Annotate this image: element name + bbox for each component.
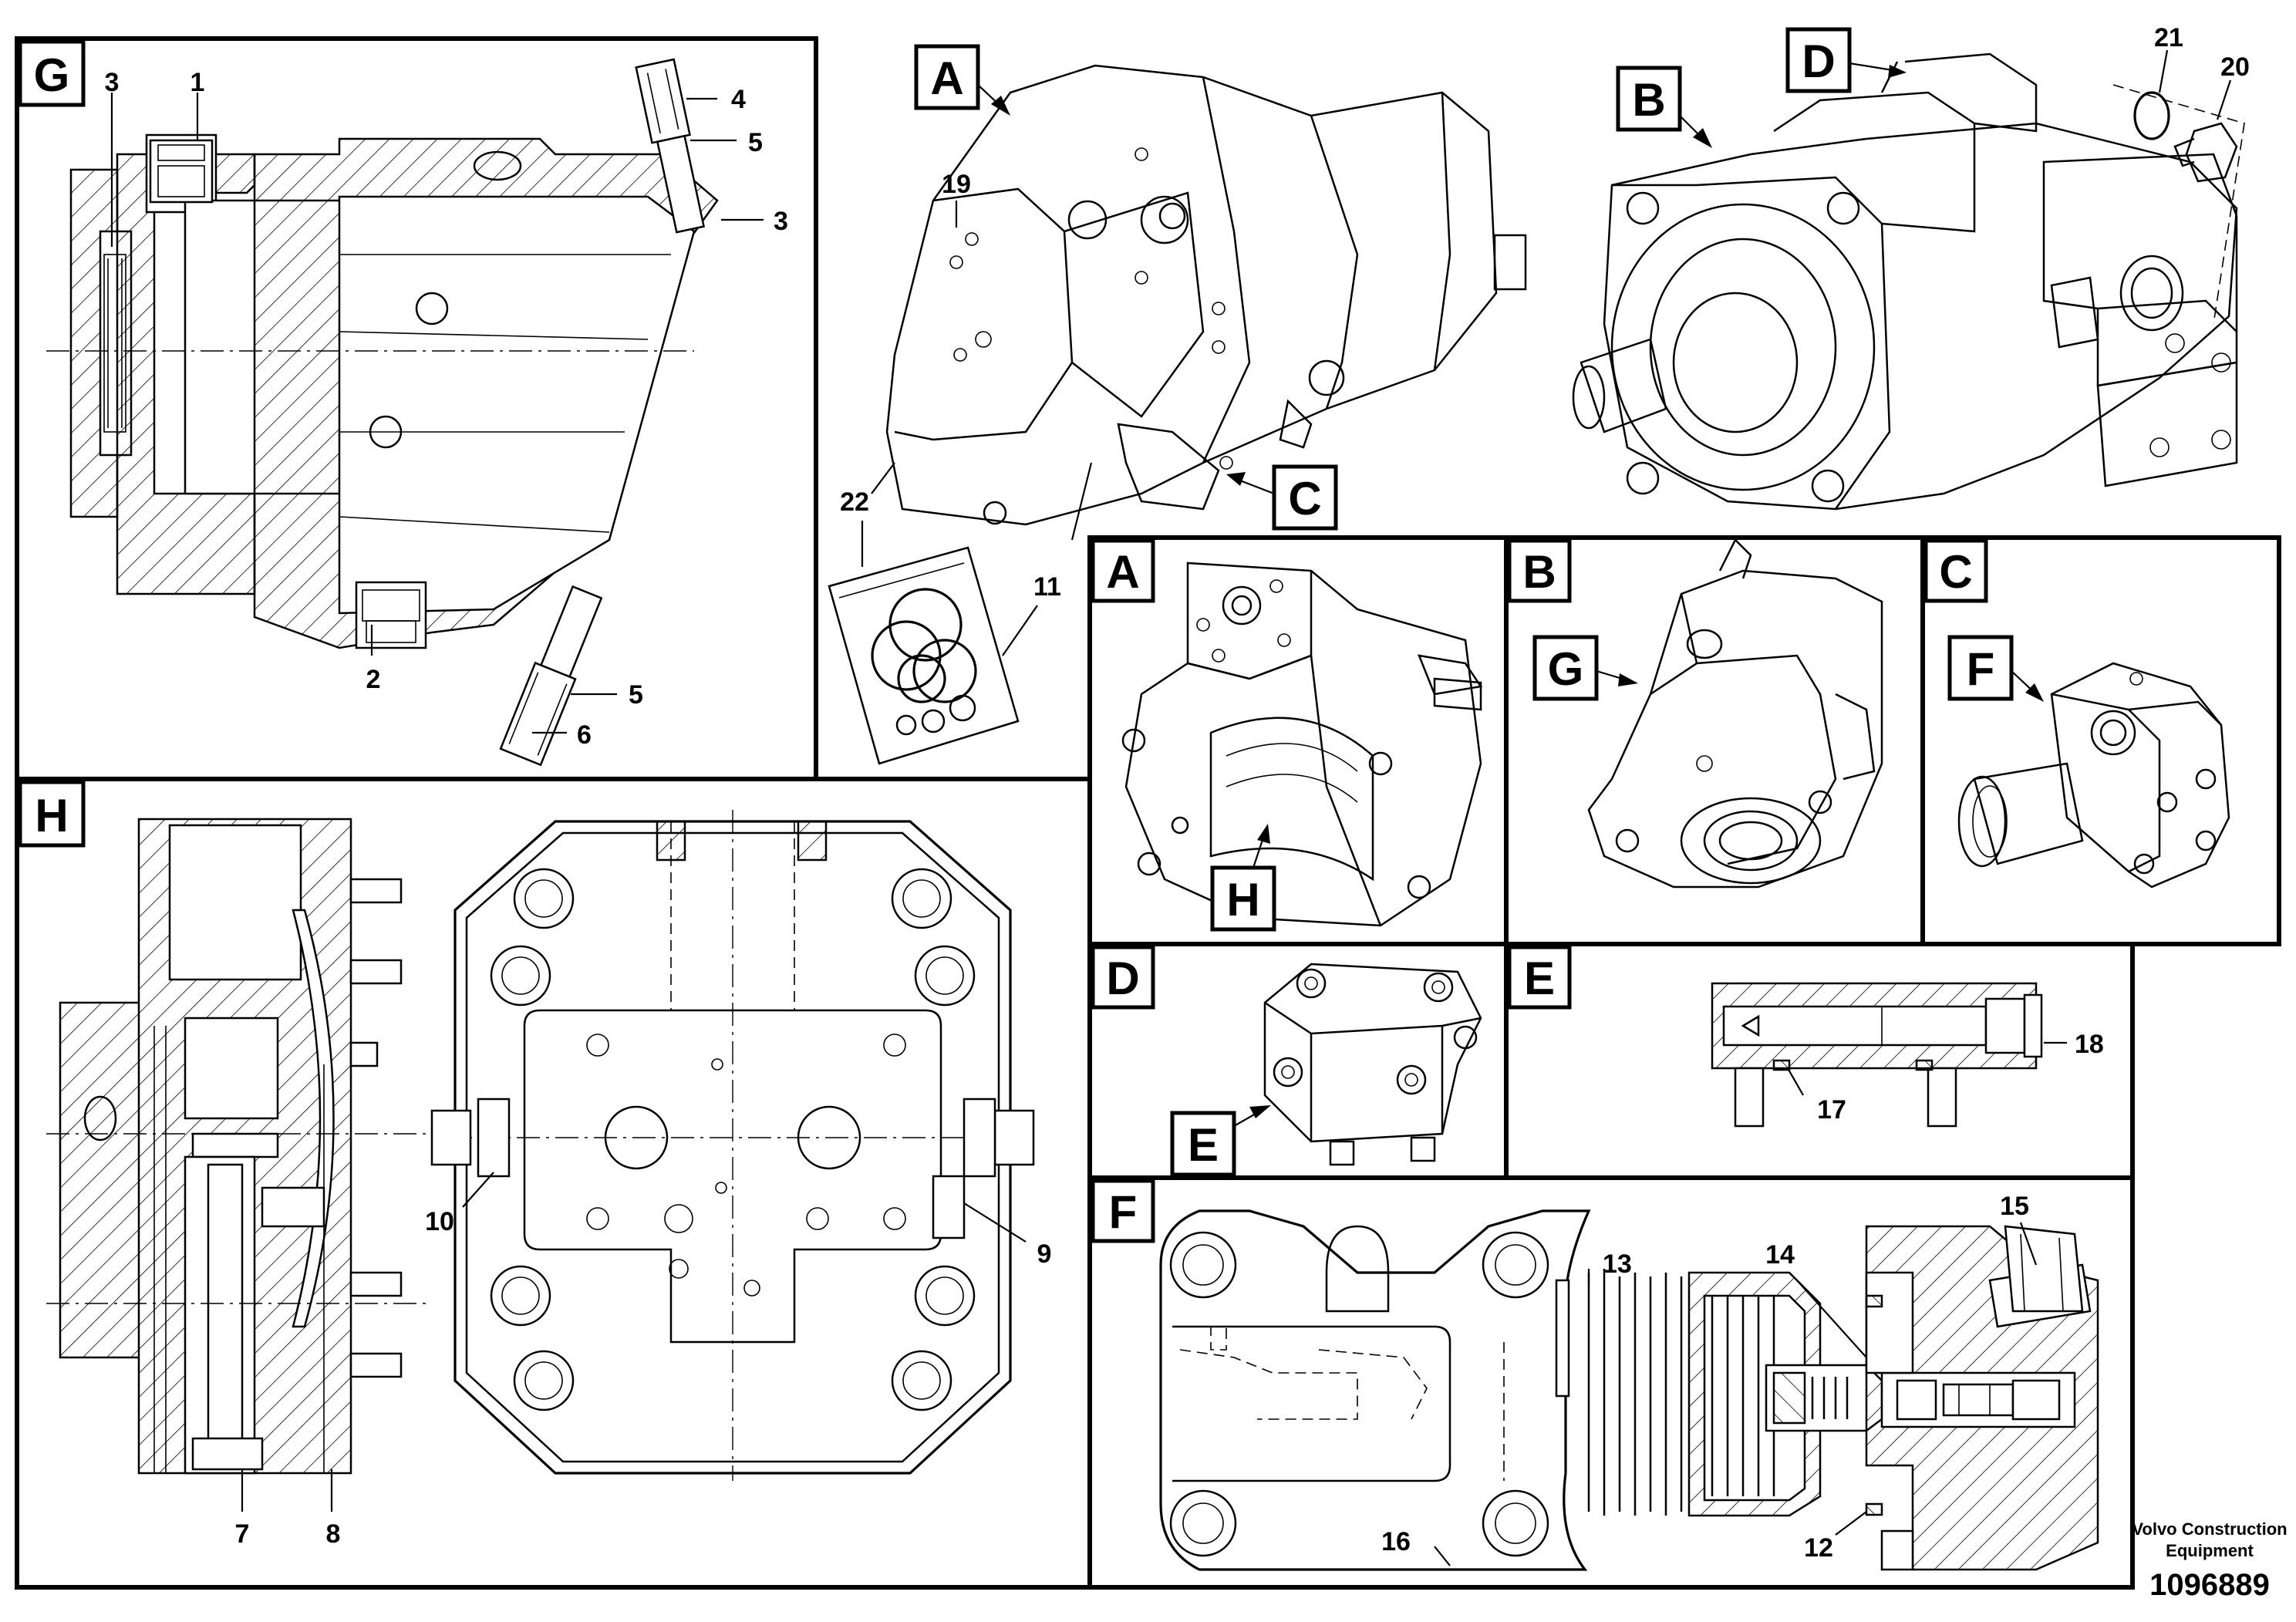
panel-letter-d: D — [1091, 945, 1155, 1010]
panel-letter-g-text: G — [34, 49, 70, 101]
inset-label-e: E — [1188, 1119, 1219, 1171]
panel-letter-h-text: H — [35, 790, 68, 841]
panel-letter-b: B — [1507, 538, 1572, 603]
callout-5-top: 5 — [748, 128, 763, 157]
callout-5-bottom: 5 — [629, 680, 643, 710]
overview-motor-a — [885, 64, 1527, 526]
panel-frames — [15, 36, 2281, 1590]
panel-letter-a: A — [1091, 538, 1155, 603]
overview-label-c: C — [1288, 473, 1321, 524]
panel-b-inset-g: G — [1532, 635, 1638, 701]
panel-g-callouts: 1 3 4 5 3 2 5 6 — [105, 68, 788, 750]
callout-14: 14 — [1765, 1240, 1795, 1270]
brand-line-1: Volvo Construction — [2132, 1519, 2287, 1539]
overview-label-a: A — [930, 52, 963, 104]
callout-19: 19 — [942, 170, 971, 199]
callout-6: 6 — [577, 720, 592, 750]
panel-a-inset-h: H — [1210, 824, 1276, 932]
panel-letter-g: G — [18, 39, 86, 107]
callout-3-left: 3 — [105, 68, 120, 97]
h-bolt-circles — [490, 868, 976, 1411]
panel-letter-a-text: A — [1106, 546, 1139, 598]
callout-21: 21 — [2154, 23, 2183, 52]
panel-letter-b-text: B — [1522, 546, 1556, 598]
panel-letter-e-text: E — [1524, 953, 1555, 1004]
panel-h-section — [46, 818, 432, 1475]
inset-label-f: F — [1967, 643, 1995, 695]
inset-label-h: H — [1226, 874, 1259, 926]
callout-1: 1 — [190, 68, 205, 97]
brand-line-2: Equipment — [2166, 1541, 2254, 1560]
overview-label-d: D — [1802, 35, 1835, 87]
callout-12: 12 — [1804, 1533, 1833, 1563]
overview-motor-c-label: C — [1226, 464, 1338, 531]
panel-letter-c: C — [1923, 538, 1988, 603]
overview-motor-b-label: B — [1616, 66, 1712, 148]
panel-f-callouts: 13 14 15 16 12 — [1381, 1192, 2038, 1566]
panel-h-callouts: 7 8 10 9 — [235, 1172, 1052, 1549]
callout-10: 10 — [425, 1207, 454, 1236]
callout-2: 2 — [366, 665, 381, 694]
panel-letter-e: E — [1507, 945, 1572, 1010]
panel-b-detail — [1587, 538, 1883, 889]
overview-callouts: 19 22 11 — [840, 170, 1093, 656]
callout-4: 4 — [731, 85, 746, 114]
plug-and-oring: 21 20 — [2112, 23, 2250, 325]
panel-letter-f: F — [1091, 1179, 1155, 1243]
overview-motor-a-label: A — [914, 44, 1010, 116]
panel-d-inset-e: E — [1170, 1105, 1271, 1177]
callout-8: 8 — [326, 1519, 341, 1549]
seal-kit-bag — [828, 546, 1020, 765]
overview-motor-d-label: D — [1785, 27, 1907, 93]
callout-11: 11 — [1033, 572, 1061, 602]
overview-motor-b — [1572, 52, 2238, 511]
panel-h-endplate — [430, 810, 1035, 1481]
panel-a-detail — [1121, 561, 1483, 927]
panel-f-cover — [1159, 1209, 1591, 1571]
panel-c-detail — [1957, 662, 2230, 889]
callout-16: 16 — [1381, 1527, 1411, 1556]
callout-18: 18 — [2075, 1030, 2104, 1059]
panel-letter-c-text: C — [1939, 546, 1972, 598]
callout-20: 20 — [2220, 52, 2250, 82]
overview-label-b: B — [1632, 74, 1665, 126]
callout-13: 13 — [1603, 1249, 1632, 1279]
panel-d-detail — [1263, 963, 1482, 1166]
callout-15: 15 — [2000, 1192, 2029, 1221]
panel-c-inset-f: F — [1947, 635, 2044, 702]
inset-label-g: G — [1548, 643, 1584, 695]
panel-f-spool — [1865, 1225, 2099, 1571]
callout-17: 17 — [1817, 1095, 1846, 1125]
panel-letter-d-text: D — [1106, 953, 1139, 1004]
panel-f-frame — [1087, 1175, 2135, 1590]
footer-brand: Volvo Construction Equipment 1096889 — [2132, 1519, 2287, 1602]
callout-22: 22 — [840, 487, 869, 517]
panel-e-detail: 18 17 — [1711, 982, 2104, 1128]
panel-g-section — [46, 58, 719, 767]
callout-9: 9 — [1037, 1239, 1052, 1269]
callout-7: 7 — [235, 1519, 250, 1549]
doc-number: 1096889 — [2149, 1568, 2270, 1602]
panel-letter-f-text: F — [1109, 1186, 1138, 1238]
panel-f-spring — [1587, 1269, 1883, 1517]
panel-letter-h: H — [18, 780, 86, 848]
callout-3-right: 3 — [774, 207, 788, 236]
